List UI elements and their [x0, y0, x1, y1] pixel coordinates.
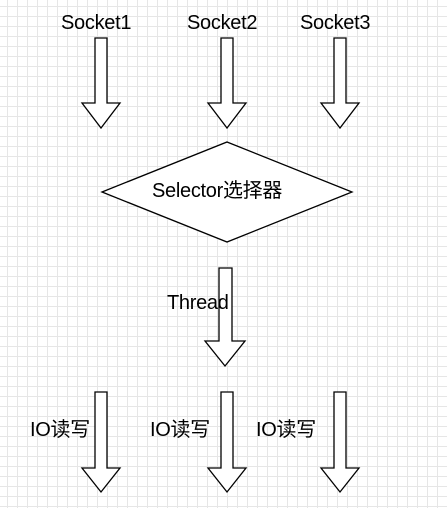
io1-arrow[interactable]	[80, 391, 122, 494]
io3-arrow[interactable]	[319, 391, 361, 494]
socket2-label: Socket2	[187, 12, 258, 34]
socket2-arrow[interactable]	[206, 37, 248, 130]
io2-arrow[interactable]	[206, 391, 248, 494]
io2-label: IO读写	[150, 419, 210, 441]
socket1-label: Socket1	[61, 12, 132, 34]
selector-label: Selector选择器	[152, 180, 283, 202]
selector-diamond[interactable]	[100, 141, 354, 243]
socket3-label: Socket3	[300, 12, 371, 34]
io1-label: IO读写	[30, 419, 90, 441]
thread-label: Thread	[167, 292, 229, 314]
socket1-arrow[interactable]	[80, 37, 122, 130]
socket3-arrow[interactable]	[319, 37, 361, 130]
thread-arrow[interactable]	[203, 267, 247, 368]
io3-label: IO读写	[256, 419, 316, 441]
